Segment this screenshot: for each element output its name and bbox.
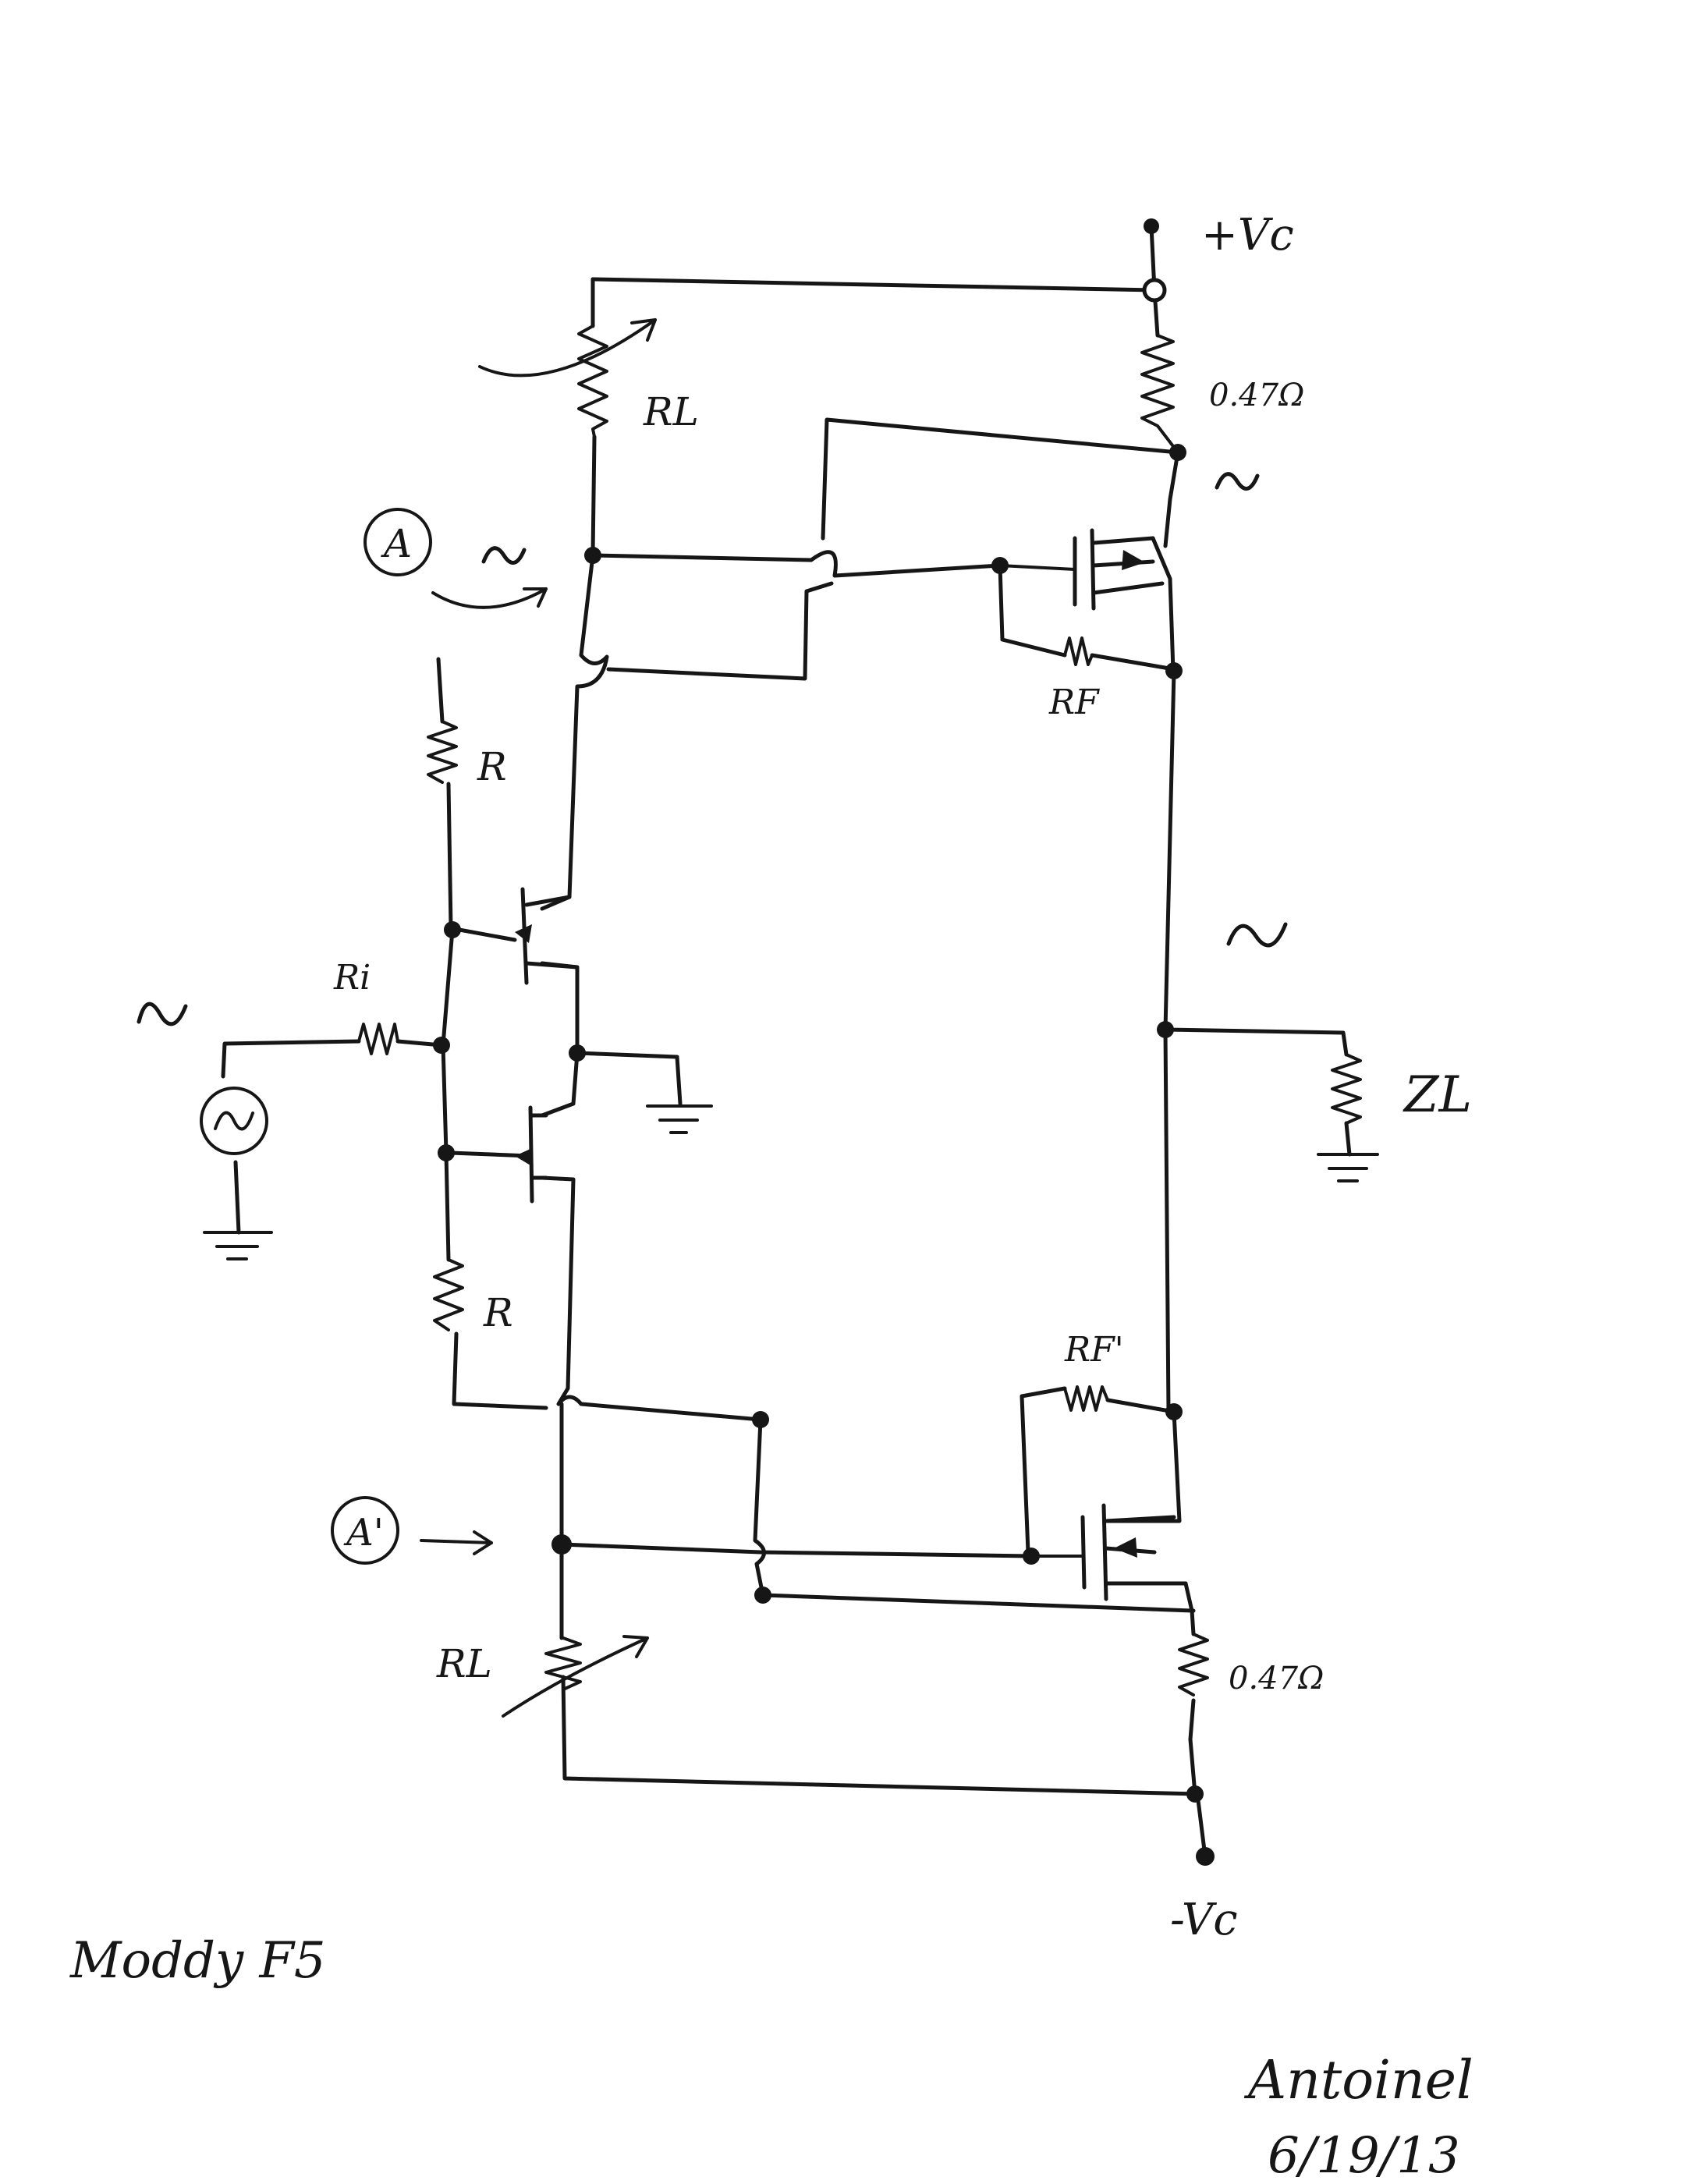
- rf-top-label: RF: [1048, 682, 1100, 722]
- ri-label: Ri: [333, 958, 371, 998]
- wire-load-ground: [1344, 1121, 1352, 1157]
- wire-bottom-bracket: [753, 1417, 1196, 1613]
- rf-top-resistor: [1063, 636, 1094, 666]
- rl-top-resistor: [577, 324, 608, 438]
- wire-mosfet-top-source: [1151, 536, 1176, 673]
- rl-top-label: RL: [643, 389, 699, 434]
- wire-to-ground: [575, 1051, 683, 1106]
- wire-a-gate-top: [590, 550, 1002, 578]
- rf-bottom-label: RF': [1064, 1330, 1124, 1370]
- node-a-bubble: [363, 508, 432, 576]
- transistors: [515, 528, 1188, 1601]
- wire-r-bottom: [444, 1150, 548, 1410]
- wire-rf-top: [998, 563, 1176, 672]
- vc-plus-label: +Vc: [1201, 210, 1294, 261]
- text-labels: +Vc -Vc RL RL R R Ri RF RF' ZL 0.47Ω 0.4…: [69, 210, 1473, 2184]
- sine-wave-shunt-icon: [1215, 472, 1260, 491]
- mosfet-lower: [1030, 1503, 1188, 1601]
- signature-author: Antoinel: [1243, 2050, 1473, 2111]
- wire-shunt-top-source: [1152, 288, 1180, 548]
- rl-bottom-arrow: [502, 1635, 649, 1718]
- wire-top-rail: [590, 277, 1157, 292]
- node-a-label: A: [381, 521, 412, 566]
- wire-jfet-upper-source: [540, 961, 580, 1118]
- sine-wave-input-icon: [137, 1002, 188, 1026]
- caption-text: Moddy F5: [69, 1932, 326, 1990]
- ground-load-icon: [1317, 1153, 1379, 1182]
- wire-shunt-bottom: [1183, 1581, 1197, 1796]
- sine-wave-output-icon: [1226, 922, 1288, 948]
- wire-a-down: [540, 553, 609, 911]
- ri-resistor: [357, 1023, 399, 1055]
- ac-source-circle: [200, 1087, 268, 1155]
- r-bottom-label: R: [483, 1290, 513, 1335]
- r-top-resistor: [427, 720, 458, 784]
- sine-wave-node-a-icon: [481, 546, 527, 565]
- wire-shunt-top-link: [606, 417, 1180, 681]
- jfet-upper: [515, 887, 580, 985]
- vc-minus-label: -Vc: [1170, 1895, 1238, 1945]
- zl-label: ZL: [1403, 1066, 1472, 1124]
- wires: [221, 224, 1352, 1859]
- rl-bottom-resistor: [544, 1636, 582, 1691]
- jfet-lower: [515, 1105, 548, 1204]
- shunt-bottom-label: 0.47Ω: [1229, 1661, 1324, 1696]
- shunt-top-label: 0.47Ω: [1209, 378, 1304, 413]
- r-bottom-resistor: [433, 1258, 464, 1331]
- wire-output-rail: [1163, 668, 1176, 1414]
- wire-input: [221, 1039, 444, 1079]
- wire-jfet-lower-drain: [540, 1175, 763, 1422]
- mosfet-upper: [998, 528, 1165, 611]
- wire-a-prime-gate: [559, 1542, 1034, 1558]
- r-top-label: R: [477, 744, 507, 789]
- wire-source-ground: [233, 1160, 241, 1235]
- waveform-icons: [137, 472, 1288, 1026]
- node-a-prime-label: A': [343, 1511, 384, 1555]
- ground-source-icon: [203, 1231, 273, 1260]
- rf-bottom-resistor: [1063, 1385, 1109, 1412]
- resistors: [357, 318, 1362, 1718]
- wire-rf-bottom: [1020, 1386, 1176, 1555]
- wire-output-load: [1163, 1027, 1349, 1057]
- ground-jfet-icon: [646, 1104, 713, 1134]
- node-a-prime-bubble: [331, 1496, 399, 1565]
- node-markers: [331, 508, 548, 1565]
- signature-date: 6/19/13: [1268, 2127, 1460, 2184]
- rl-bottom-label: RL: [436, 1641, 492, 1686]
- wire-rl-top: [590, 277, 597, 556]
- wire-bottom-rail: [561, 1675, 1200, 1796]
- wire-mosfet-bottom: [1105, 1409, 1182, 1523]
- signal-source: [200, 1087, 268, 1155]
- wire-vc-minus: [1195, 1792, 1207, 1859]
- shunt-top-resistor: [1140, 334, 1179, 454]
- zl-resistor: [1331, 1053, 1362, 1125]
- rl-top-arrow: [478, 318, 657, 378]
- wire-r-top: [436, 657, 517, 942]
- junction-dots: [433, 218, 1215, 1866]
- shunt-bottom-resistor: [1178, 1633, 1209, 1696]
- ground-symbols: [203, 1104, 1379, 1260]
- ac-source-sine: [214, 1111, 254, 1131]
